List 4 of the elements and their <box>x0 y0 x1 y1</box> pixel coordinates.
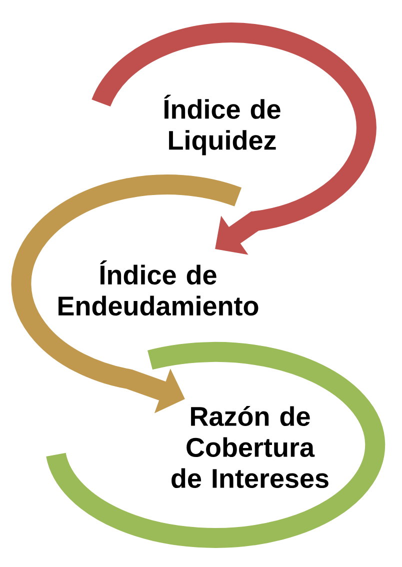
curved-arrow <box>92 22 376 255</box>
step-label: Índice de Endeudamiento <box>58 260 258 316</box>
step-label: Razón de Cobertura de Intereses <box>172 406 328 488</box>
step-label: Índice de Liquidez <box>164 94 280 156</box>
